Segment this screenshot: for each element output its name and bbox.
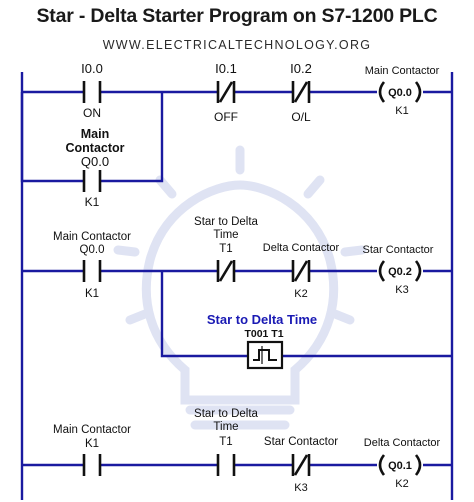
r3-no-address: K1	[85, 438, 99, 450]
coil-q02	[378, 260, 422, 282]
coil-q00-title: Main Contactor	[365, 65, 440, 77]
rung-2: Main Contactor Q0.0 K1 Star to Delta Tim…	[22, 216, 452, 370]
timer-box-t001	[246, 340, 284, 370]
coil-q02-label: K3	[395, 284, 408, 296]
r2-no-name: Main Contactor	[53, 231, 131, 243]
website-url: WWW.ELECTRICALTECHNOLOGY.ORG	[102, 38, 372, 52]
contact-no-k1	[82, 454, 102, 476]
hold-name-line2: Contactor	[65, 141, 124, 155]
contact-nc-t1	[216, 260, 236, 282]
r2-k2-label: K2	[294, 288, 307, 300]
r3-nc-name: Star Contactor	[264, 436, 338, 448]
coil-q00-label: K1	[395, 105, 408, 117]
i01-address: I0.1	[215, 61, 237, 76]
r3-t-name-line1: Star to Delta	[194, 408, 259, 420]
timer-id: T001 T1	[244, 328, 283, 340]
i01-label: OFF	[214, 110, 238, 124]
r2-no-address: Q0.0	[80, 244, 105, 256]
r2-k2-name: Delta Contactor	[263, 242, 340, 254]
coil-q01	[378, 454, 422, 476]
r3-nc-label: K3	[294, 482, 307, 494]
coil-q02-title: Star Contactor	[363, 244, 434, 256]
r2-t-name-line1: Star to Delta	[194, 216, 259, 228]
i02-label: O/L	[291, 110, 311, 124]
rung-3: Main Contactor K1 Star to Delta Time T1 …	[22, 408, 452, 494]
contact-no-hold-q00	[82, 170, 102, 192]
contact-no-i00	[82, 81, 102, 103]
contact-nc-k2	[291, 260, 311, 282]
r3-no-name: Main Contactor	[53, 424, 131, 436]
hold-name-line1: Main	[81, 127, 109, 141]
coil-q02-address: Q0.2	[388, 266, 412, 278]
hold-label: K1	[85, 195, 100, 209]
coil-q00-address: Q0.0	[388, 87, 412, 99]
contact-nc-k3	[291, 454, 311, 476]
r2-t-address: T1	[219, 243, 232, 255]
bulb-watermark	[113, 145, 367, 430]
coil-q01-label: K2	[395, 478, 408, 490]
i00-label: ON	[83, 106, 101, 120]
r2-t-name-line2: Time	[213, 229, 238, 241]
coil-q00	[378, 81, 422, 103]
timer-title: Star to Delta Time	[207, 312, 317, 327]
hold-address: Q0.0	[81, 154, 109, 169]
contact-no-t1	[216, 454, 236, 476]
coil-q01-title: Delta Contactor	[364, 437, 441, 449]
i00-address: I0.0	[81, 61, 103, 76]
r3-t-name-line2: Time	[213, 421, 238, 433]
contact-nc-i01	[216, 81, 236, 103]
contact-nc-i02	[291, 81, 311, 103]
i02-address: I0.2	[290, 61, 312, 76]
r3-t-address: T1	[219, 436, 232, 448]
contact-no-q00	[82, 260, 102, 282]
rung-1: I0.0 ON I0.1 OFF I0.2 O/L Main Contactor…	[20, 61, 452, 209]
coil-q01-address: Q0.1	[388, 460, 412, 472]
r2-no-label: K1	[85, 288, 99, 300]
diagram-title: Star - Delta Starter Program on S7-1200 …	[36, 5, 438, 27]
